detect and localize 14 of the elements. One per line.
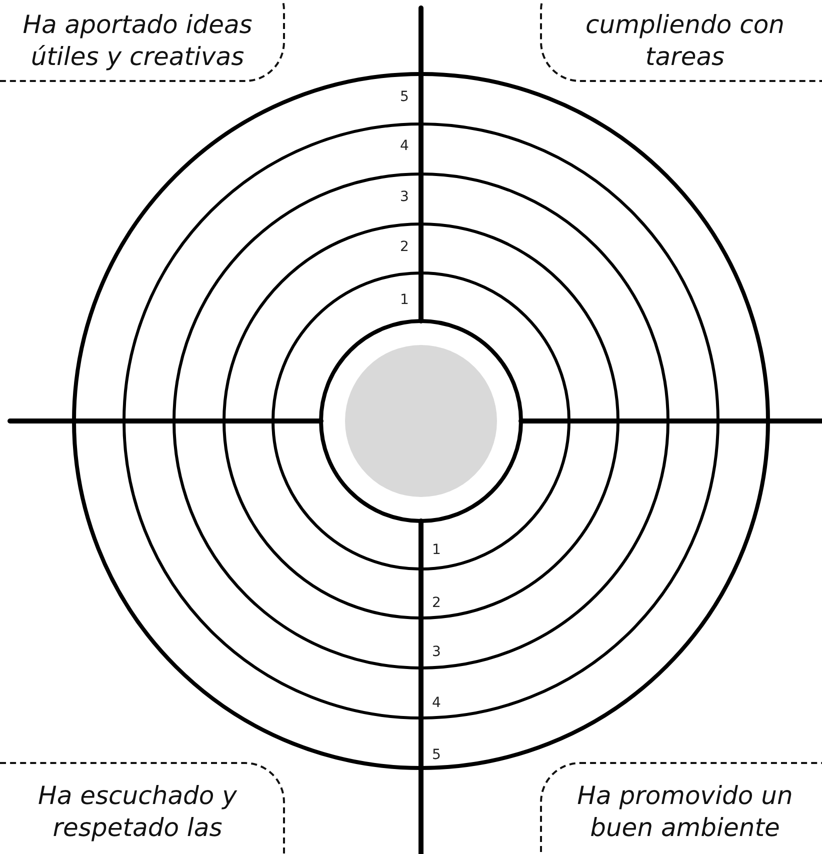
ring-number: 3: [400, 189, 409, 205]
card-text: Ha promovido un buen ambiente: [576, 780, 794, 844]
card-text: cumpliendo con tareas: [584, 9, 786, 73]
ring-number: 1: [432, 542, 441, 558]
card-text: Ha aportado ideas útiles y creativas: [22, 9, 254, 73]
ring-number: 2: [400, 239, 409, 255]
ring-number: 3: [432, 644, 441, 660]
ring-number: 5: [400, 89, 409, 105]
ring-number: 4: [432, 695, 441, 711]
ring-number: 2: [432, 595, 441, 611]
ring-number: 1: [400, 292, 409, 308]
ring-number: 5: [432, 747, 441, 763]
ring-number: 4: [400, 138, 409, 154]
card-text: Ha escuchado y respetado las: [37, 780, 238, 844]
